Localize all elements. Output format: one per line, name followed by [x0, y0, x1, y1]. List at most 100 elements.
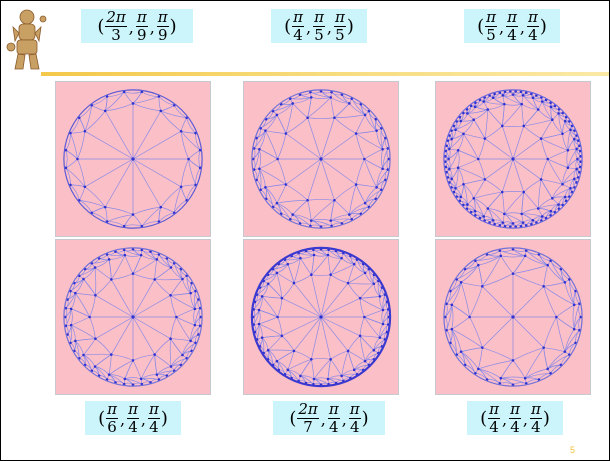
- paren-open: (: [477, 15, 485, 37]
- fraction-numerator: π: [527, 7, 539, 27]
- fraction-denominator: 6: [107, 417, 117, 436]
- comma: ,: [341, 410, 347, 429]
- paren-close: ): [542, 407, 550, 429]
- comma: ,: [326, 18, 333, 37]
- fraction-denominator: 4: [149, 417, 159, 436]
- fraction-denominator: 4: [128, 417, 138, 436]
- fraction-numerator: π: [530, 399, 542, 419]
- comma: ,: [128, 18, 134, 37]
- fraction-numerator: π: [106, 399, 118, 419]
- fraction-numerator: π: [485, 7, 497, 27]
- fraction-denominator: 4: [329, 417, 339, 436]
- fraction-denominator: 4: [528, 25, 538, 44]
- fraction-denominator: 9: [157, 25, 168, 44]
- fraction-numerator: π: [313, 7, 325, 27]
- fraction-denominator: 5: [314, 25, 324, 44]
- fraction-denominator: 5: [335, 25, 345, 44]
- comma: ,: [305, 18, 312, 37]
- fraction-numerator: π: [509, 399, 521, 419]
- paren-open: (: [98, 407, 106, 429]
- header-rule: [41, 72, 609, 76]
- fraction-numerator: π: [292, 7, 304, 27]
- fraction-numerator: π: [506, 7, 518, 27]
- fraction-numerator: 2π: [105, 7, 127, 27]
- tiling-panel: [243, 81, 399, 237]
- comma: ,: [149, 18, 155, 37]
- fraction-denominator: 7: [303, 417, 313, 436]
- fraction-numerator: π: [334, 7, 346, 27]
- comma: ,: [119, 410, 126, 429]
- tiling-panel: [55, 81, 211, 237]
- paren-close: ): [169, 15, 177, 37]
- fraction-numerator: π: [156, 7, 169, 27]
- fraction-denominator: 5: [486, 25, 496, 44]
- paren-open: (: [480, 407, 488, 429]
- fraction-numerator: π: [327, 399, 340, 419]
- paren-close: ): [539, 15, 547, 37]
- tiling-panel: [55, 239, 211, 395]
- fraction-numerator: 2π: [297, 399, 319, 419]
- fraction-denominator: 4: [293, 25, 303, 44]
- paren-open: (: [97, 15, 105, 37]
- page-number: 5: [570, 445, 576, 455]
- fraction-numerator: π: [148, 399, 160, 419]
- fraction-denominator: 4: [510, 417, 520, 436]
- fraction-denominator: 4: [507, 25, 517, 44]
- tiling-panel: [435, 81, 591, 237]
- fraction-numerator: π: [488, 399, 500, 419]
- poincare-disk: [443, 89, 583, 229]
- poincare-disk: [63, 247, 203, 387]
- fraction-denominator: 3: [111, 25, 121, 44]
- paren-close: ): [160, 407, 168, 429]
- paren-close: ): [346, 15, 354, 37]
- poincare-disk: [251, 89, 391, 229]
- fraction-denominator: 4: [531, 417, 541, 436]
- fraction-numerator: π: [348, 399, 361, 419]
- poincare-disk: [63, 89, 203, 229]
- logo-icon: [6, 9, 47, 70]
- poincare-disk: [443, 247, 583, 387]
- comma: ,: [522, 410, 529, 429]
- paren-open: (: [289, 407, 297, 429]
- fraction-denominator: 4: [489, 417, 499, 436]
- tiling-panel: [243, 239, 399, 395]
- fraction-numerator: π: [127, 399, 139, 419]
- fraction-numerator: π: [135, 7, 148, 27]
- tiling-panel: [435, 239, 591, 395]
- comma: ,: [501, 410, 508, 429]
- comma: ,: [320, 410, 326, 429]
- fraction-denominator: 9: [137, 25, 147, 44]
- comma: ,: [498, 18, 505, 37]
- paren-close: ): [361, 407, 369, 429]
- paren-open: (: [284, 15, 292, 37]
- comma: ,: [140, 410, 147, 429]
- comma: ,: [519, 18, 526, 37]
- fraction-denominator: 4: [349, 417, 360, 436]
- poincare-disk: [250, 246, 392, 388]
